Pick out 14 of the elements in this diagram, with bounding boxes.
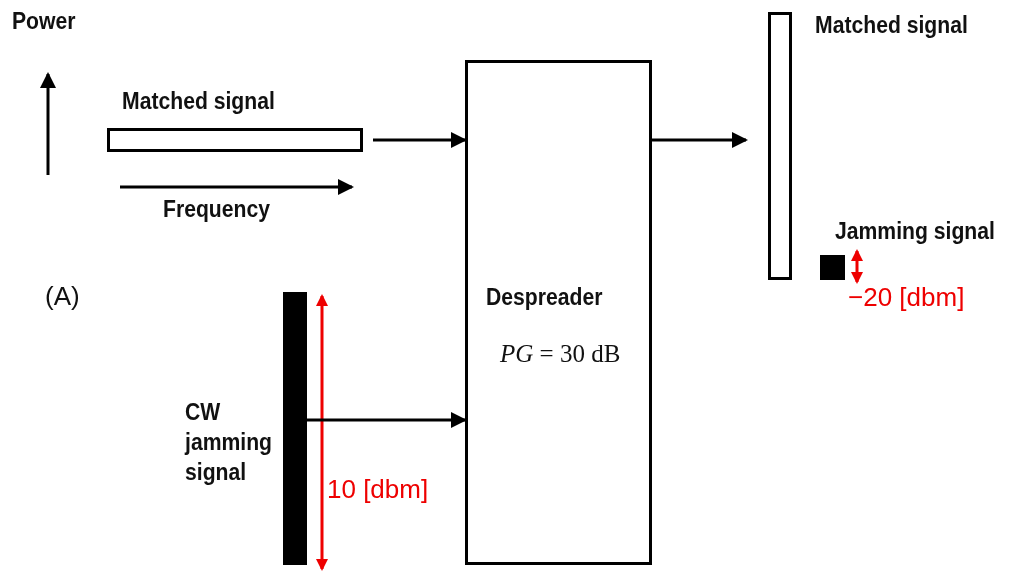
axis-label: Power — [12, 8, 76, 35]
signal-label: Matched signal — [815, 12, 968, 39]
signal-label: Matched signal — [122, 88, 275, 115]
arrow — [373, 132, 467, 148]
arrow — [307, 412, 467, 428]
panel-label: (A) — [45, 281, 80, 312]
process-box — [465, 60, 652, 565]
measurement-label: 10 [dbm] — [327, 474, 429, 505]
axis-label: Frequency — [163, 196, 270, 223]
arrow — [652, 132, 748, 148]
gain-formula: PG = 30 dB — [500, 340, 621, 368]
block-title: Despreader — [486, 284, 603, 311]
signal-label: Jamming signal — [835, 218, 995, 245]
measurement-label: −20 [dbm] — [848, 282, 965, 313]
